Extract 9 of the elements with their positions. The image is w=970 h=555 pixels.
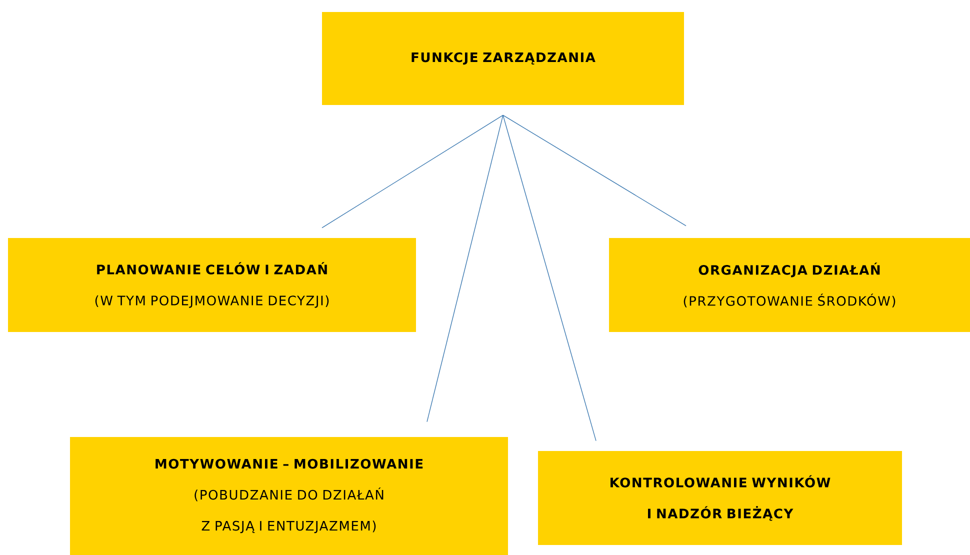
connector-line bbox=[426, 114, 504, 422]
function-box: FUNKCJE ZARZĄDZANIA bbox=[322, 12, 684, 105]
function-box: KONTROLOWANIE WYNIKÓW I NADZÓR BIEŻĄCY bbox=[538, 451, 902, 545]
function-box: PLANOWANIE CELÓW I ZADAŃ (W TYM PODEJMOWANIE DECYZJI) bbox=[8, 238, 416, 332]
connector-line bbox=[502, 114, 596, 442]
function-box: ORGANIZACJA DZIAŁAŃ (PRZYGOTOWANIE ŚRODKÓW) bbox=[609, 238, 970, 332]
connector-line bbox=[322, 114, 504, 228]
connector-line bbox=[502, 114, 686, 226]
function-box: MOTYWOWANIE – MOBILIZOWANIE (POBUDZANIE DO DZIAŁAŃ Z PASJĄ I ENTUZJAZMEM) bbox=[70, 437, 508, 555]
